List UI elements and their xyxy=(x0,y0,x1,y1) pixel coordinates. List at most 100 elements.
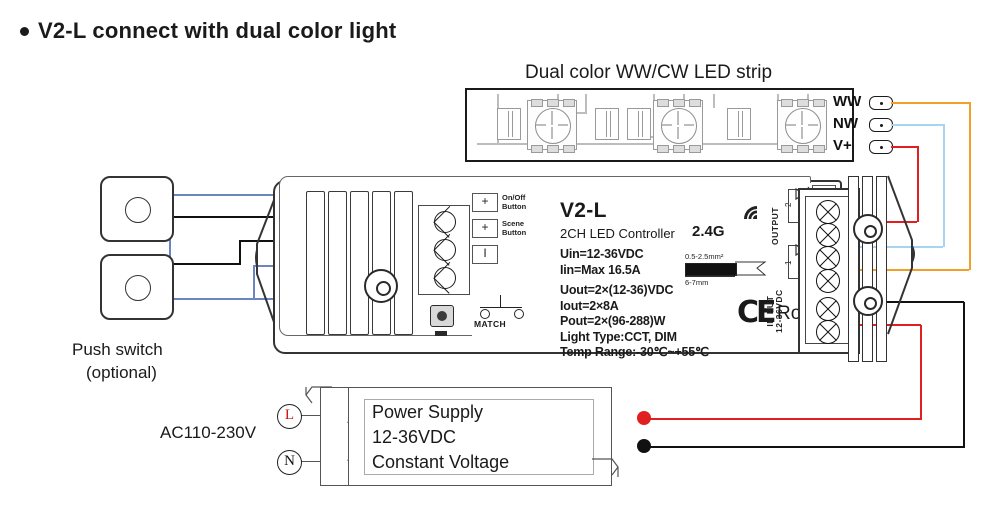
dc-negative-terminal[interactable] xyxy=(637,439,651,453)
channel-2-bracket xyxy=(788,189,799,223)
wire-switch-blue xyxy=(169,298,295,300)
ps-prong-bottom xyxy=(592,458,619,477)
wire-dc-negative xyxy=(645,446,965,448)
power-supply: Power Supply 12-36VDC Constant Voltage xyxy=(305,383,651,488)
bullet-icon xyxy=(20,27,29,36)
controller-right-body xyxy=(848,176,890,362)
spec-iin: Iin=Max 16.5A xyxy=(560,262,641,277)
match-contact xyxy=(514,309,524,319)
match-label: MATCH xyxy=(474,319,507,329)
led-package xyxy=(653,99,703,153)
push-switch-label-line1: Push switch xyxy=(72,340,163,359)
wire-dc-positive xyxy=(919,325,922,420)
wire-ww-orange xyxy=(891,102,970,104)
push-switch-label: Push switch (optional) xyxy=(72,338,163,384)
power-supply-line3: Constant Voltage xyxy=(372,452,510,472)
wire-vplus-red xyxy=(891,146,918,148)
wire-switch-blue xyxy=(170,194,295,196)
strip-terminal-pad-ww xyxy=(869,96,893,110)
mounting-hole xyxy=(364,269,398,303)
strip-terminal-label-nw: NW xyxy=(833,115,858,132)
strip-resistor xyxy=(627,108,651,140)
screw-terminal[interactable] xyxy=(434,267,456,289)
strip-terminal-pad-vplus xyxy=(869,140,893,154)
wire-gauge-dimension xyxy=(685,276,735,277)
wire-ww-orange xyxy=(968,102,971,270)
screw-terminal-out-cw-plus[interactable] xyxy=(816,223,840,247)
dim-button[interactable]: I xyxy=(472,245,498,264)
output-terminal-block[interactable] xyxy=(805,196,849,344)
spec-output: Uout=2×(12-36)VDC Iout=2×8A Pout=2×(96-2… xyxy=(560,283,709,361)
spec-temp-range: Temp Range:-30℃~+55℃ xyxy=(560,345,709,359)
screw-terminal-in-minus[interactable] xyxy=(816,297,840,321)
power-supply-text: Power Supply 12-36VDC Constant Voltage xyxy=(372,400,509,475)
scene-button[interactable]: + xyxy=(472,219,498,238)
wire-dc-negative xyxy=(816,300,964,303)
match-contact xyxy=(480,309,490,319)
screw-terminal-in-plus[interactable] xyxy=(816,320,840,344)
reset-button[interactable] xyxy=(430,305,454,327)
ps-prong-top xyxy=(305,386,332,404)
spec-input: Uin=12-36VDC Iin=Max 16.5A xyxy=(560,247,644,278)
wire-vplus-red xyxy=(916,146,919,222)
status-led xyxy=(435,331,447,336)
wire-gauge-diagram: 0.5-2.5mm² 6-7mm xyxy=(685,251,777,289)
power-supply-line1: Power Supply xyxy=(372,402,484,422)
onoff-button[interactable]: + xyxy=(472,193,498,212)
power-supply-end-cap xyxy=(320,387,350,486)
mounting-hole-right xyxy=(853,286,883,316)
wifi-icon xyxy=(744,206,757,219)
strip-resistor xyxy=(595,108,619,140)
ac-voltage-label: AC110-230V xyxy=(160,423,257,442)
strip-terminal-label-vplus: V+ xyxy=(833,137,852,154)
push-switch-2[interactable] xyxy=(100,254,174,320)
wire-nw-blue xyxy=(891,124,944,126)
spec-uin: Uin=12-36VDC xyxy=(560,247,644,261)
page-title: V2-L connect with dual color light xyxy=(20,18,396,44)
power-supply-panel xyxy=(364,399,594,475)
match-bar xyxy=(480,307,522,308)
rf-frequency: 2.4G xyxy=(692,223,725,240)
output-group-label: OUTPUT xyxy=(770,207,780,245)
model-name: V2-L xyxy=(560,199,607,222)
led-strip xyxy=(465,88,854,162)
wire-dc-positive xyxy=(645,418,922,420)
dc-positive-terminal[interactable] xyxy=(637,411,651,425)
screw-terminal-out-ww-plus[interactable] xyxy=(816,269,840,293)
match-button-group[interactable]: MATCH xyxy=(472,295,532,329)
spec-iout: Iout=2×8A xyxy=(560,298,619,313)
wire-nw-blue xyxy=(942,124,945,247)
wire-switch-blue xyxy=(253,265,255,298)
push-switch-1[interactable] xyxy=(100,176,174,242)
spec-light-type: Light Type:CCT, DIM xyxy=(560,329,677,344)
wire-switch-blue xyxy=(169,194,171,300)
screw-terminal[interactable] xyxy=(434,211,456,233)
push-switch-label-line2: (optional) xyxy=(86,363,157,382)
strip-resistor xyxy=(727,108,751,140)
strip-resistor xyxy=(497,108,521,140)
spec-uout: Uout=2×(12-36)VDC xyxy=(560,283,674,297)
screw-terminal-out-cw[interactable] xyxy=(816,200,840,224)
strip-terminal-label-ww: WW xyxy=(833,93,862,110)
ac-live-terminal: L xyxy=(277,404,302,429)
mounting-ear-right xyxy=(887,175,915,335)
match-stem xyxy=(500,295,501,307)
led-package xyxy=(527,99,577,153)
screw-terminal[interactable] xyxy=(434,239,456,261)
input-terminal-block-left[interactable] xyxy=(418,205,470,295)
wire-gauge-tip xyxy=(735,261,767,276)
screw-terminal-out-ww[interactable] xyxy=(816,246,840,270)
wire-dc-negative xyxy=(962,302,965,448)
heatsink xyxy=(306,191,414,335)
model-subtitle: 2CH LED Controller xyxy=(560,226,675,241)
led-package xyxy=(777,99,827,153)
wire-gauge-bar xyxy=(685,263,737,276)
spec-pout: Pout=2×(96-288)W xyxy=(560,314,666,328)
mounting-ear-left xyxy=(255,181,282,343)
